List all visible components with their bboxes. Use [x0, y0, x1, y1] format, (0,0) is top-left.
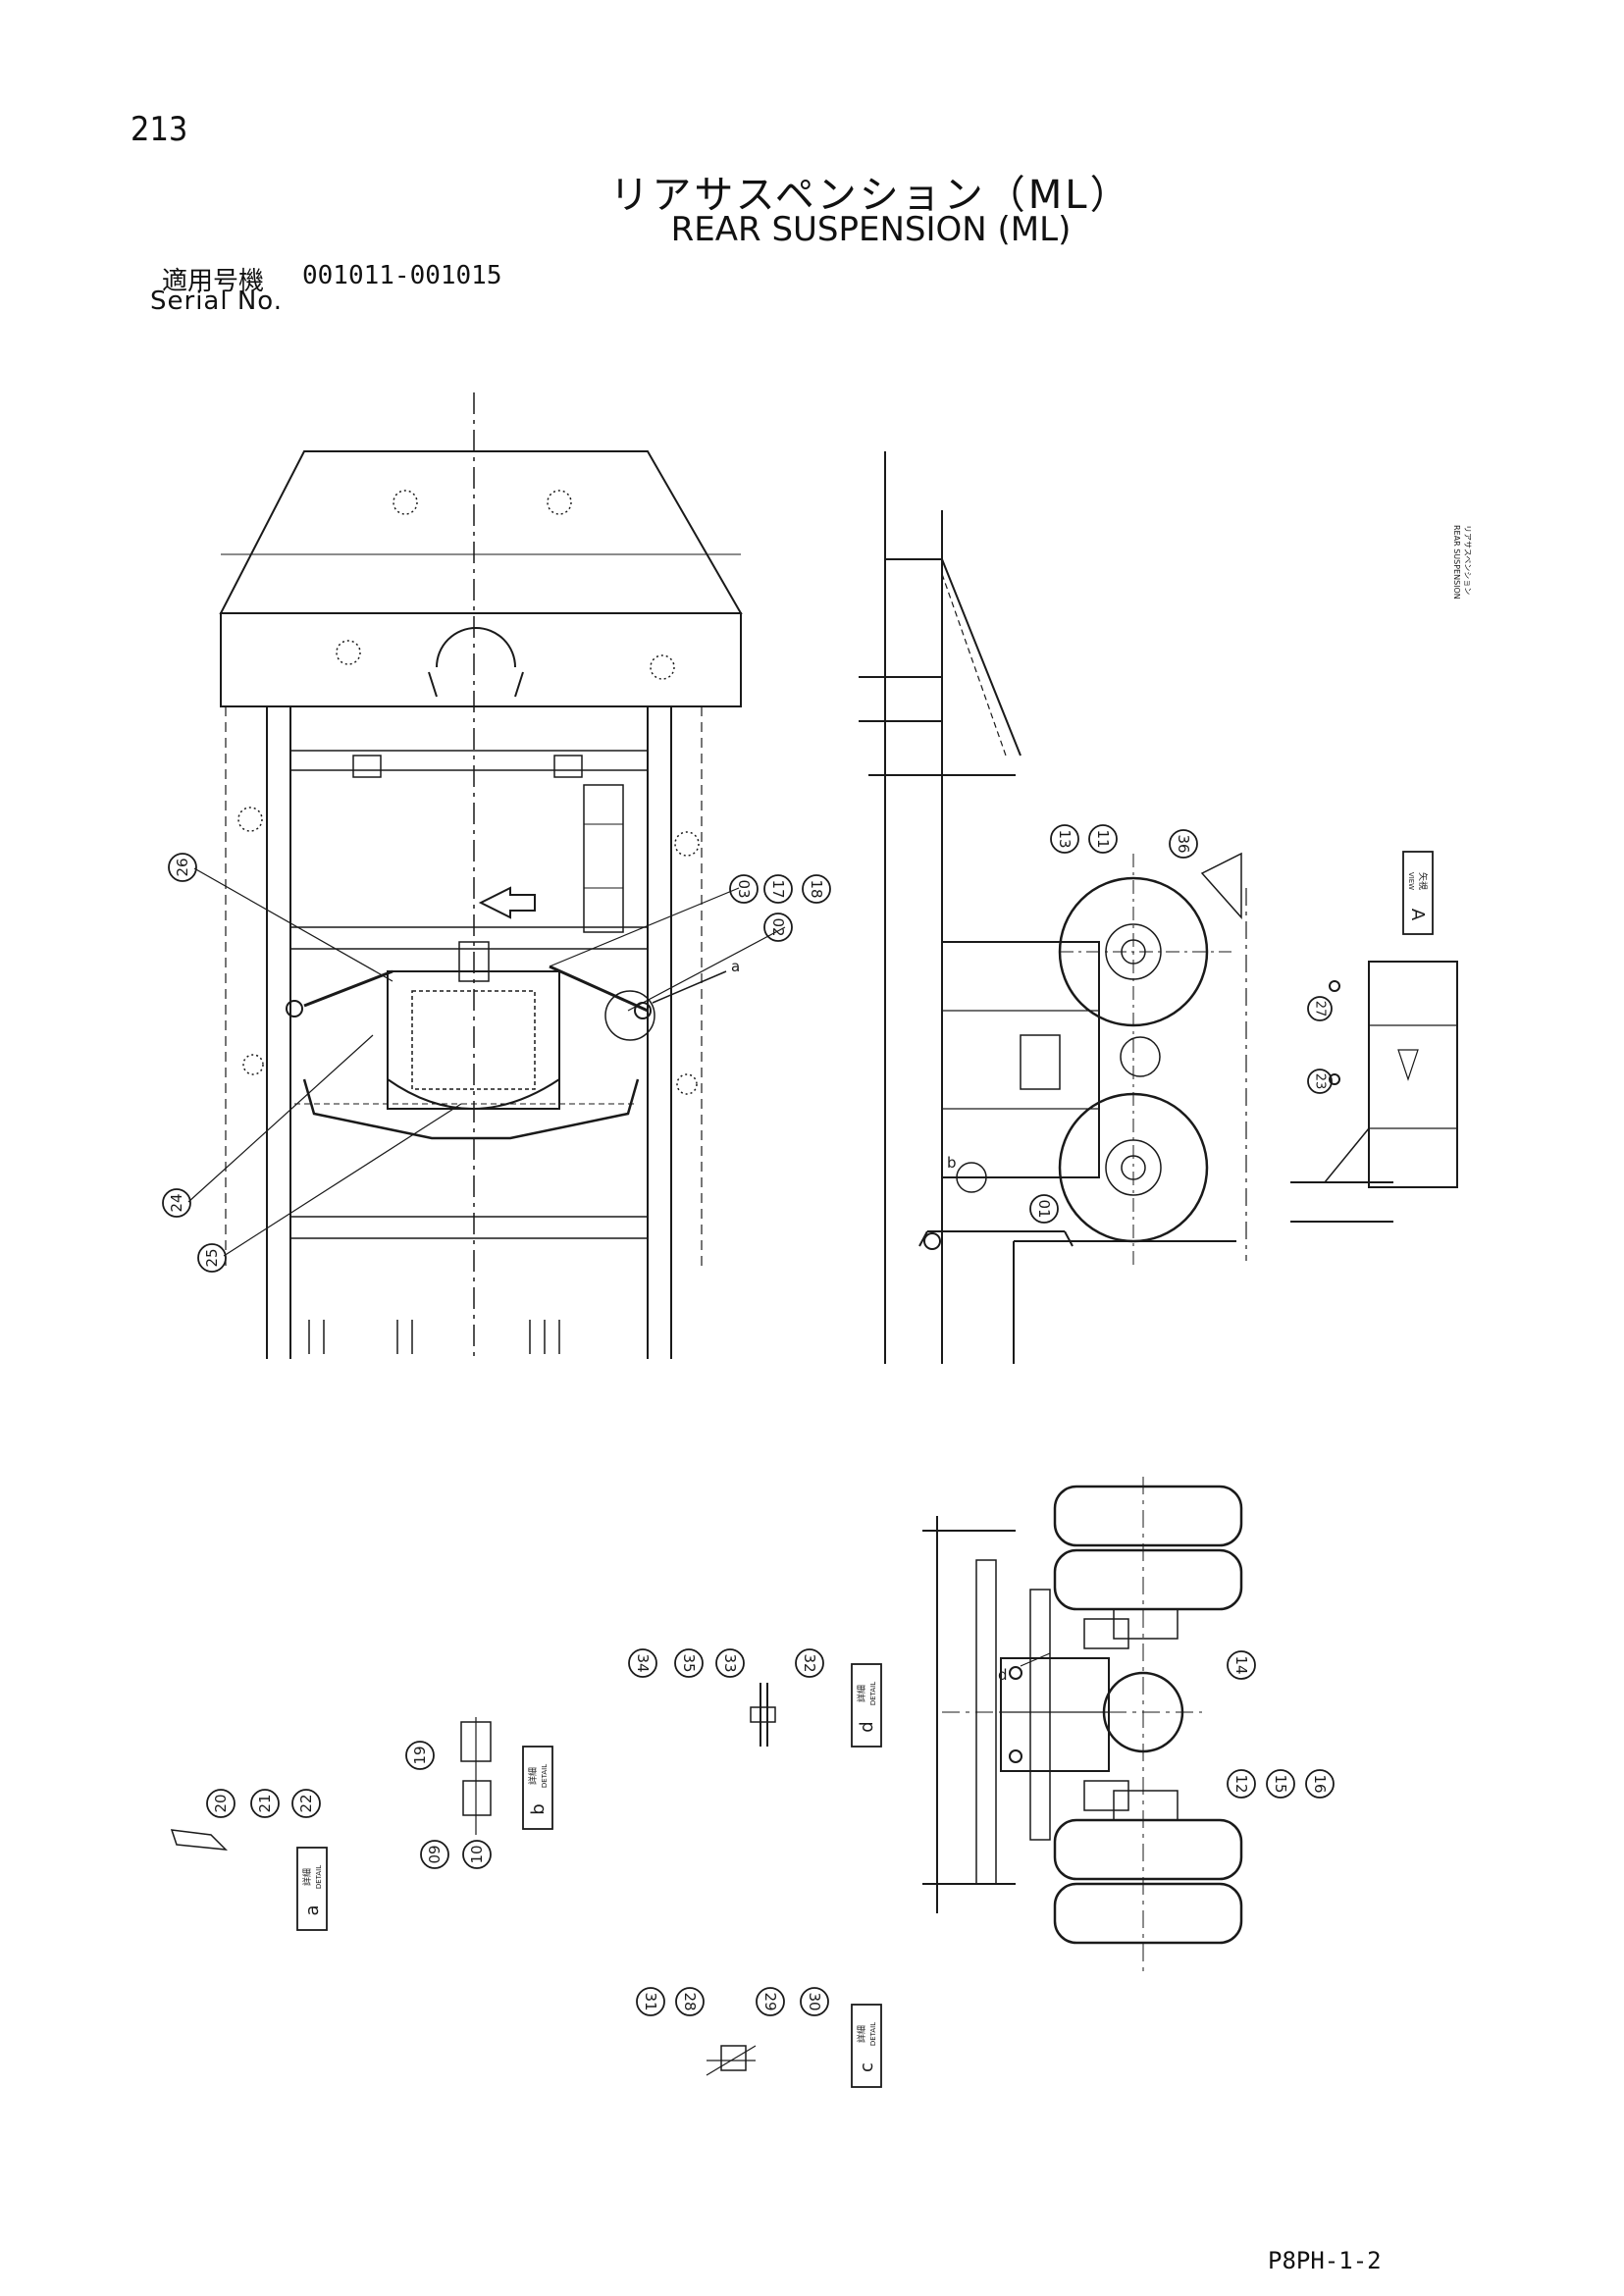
callout-32: 32: [801, 1653, 818, 1672]
bottom-view: [922, 1477, 1243, 1972]
detail-tag-b: 詳細 DETAIL b: [522, 1746, 553, 1830]
serial-label-japanese: 適用号機: [162, 267, 265, 296]
view-a: [1245, 888, 1458, 1261]
marker-b: b: [947, 1154, 957, 1172]
svg-text:A: A: [1407, 909, 1428, 921]
callouts: 26 03 17 18 02 24 25 13 11 36 01 27 23 1…: [162, 824, 1335, 2016]
svg-text:VIEW: VIEW: [1407, 872, 1415, 890]
svg-text:DETAIL: DETAIL: [541, 1764, 549, 1788]
callout-20: 20: [212, 1794, 230, 1812]
svg-text:詳細: 詳細: [301, 1868, 313, 1886]
svg-text:DETAIL: DETAIL: [869, 2022, 877, 2046]
callout-26: 26: [174, 858, 191, 876]
callout-03: 03: [735, 879, 753, 898]
svg-text:詳細: 詳細: [856, 1685, 867, 1702]
callout-09: 09: [426, 1845, 444, 1863]
svg-text:矢視: 矢視: [1417, 872, 1429, 890]
svg-text:DETAIL: DETAIL: [315, 1865, 323, 1889]
callout-18: 18: [808, 879, 825, 898]
svg-text:詳細: 詳細: [527, 1767, 539, 1785]
callout-29: 29: [761, 1992, 779, 2010]
callout-17: 17: [769, 879, 787, 898]
callout-19: 19: [411, 1746, 429, 1764]
marker-a: a: [731, 958, 740, 975]
title-english: REAR SUSPENSION (ML): [670, 210, 1072, 249]
marker-d: d: [998, 1666, 1008, 1684]
serial-label-english: Serial No.: [150, 287, 283, 316]
callout-02: 02: [769, 917, 787, 936]
svg-text:a: a: [302, 1905, 323, 1915]
callout-14: 14: [1232, 1655, 1250, 1674]
callout-21: 21: [256, 1794, 274, 1812]
detail-tag-c: 詳細 DETAIL c: [851, 2004, 882, 2088]
detail-tags: 詳細 DETAIL a 詳細 DETAIL b 詳細 DETAIL c: [296, 851, 1434, 2088]
view-tag-a: 矢視 VIEW A: [1402, 851, 1434, 935]
callout-11: 11: [1094, 829, 1112, 848]
callout-22: 22: [297, 1794, 315, 1812]
callout-35: 35: [680, 1653, 698, 1672]
svg-text:DETAIL: DETAIL: [869, 1682, 877, 1705]
svg-text:d: d: [857, 1721, 877, 1732]
detail-figures: [170, 1683, 776, 2076]
callout-15: 15: [1272, 1774, 1289, 1793]
page-number: 213: [131, 110, 188, 149]
svg-text:REAR SUSPENSION: REAR SUSPENSION: [1452, 525, 1461, 600]
callout-36: 36: [1175, 834, 1192, 853]
callout-25: 25: [203, 1248, 221, 1267]
svg-text:詳細: 詳細: [856, 2025, 867, 2043]
callout-01: 01: [1035, 1199, 1053, 1218]
callout-13: 13: [1056, 829, 1074, 848]
callout-23: 23: [1313, 1073, 1328, 1090]
footer-code: P8PH-1-2: [1268, 2247, 1382, 2274]
callout-30: 30: [806, 1992, 823, 2010]
callout-24: 24: [168, 1193, 185, 1212]
detail-tag-a: 詳細 DETAIL a: [296, 1847, 328, 1931]
svg-text:c: c: [857, 2062, 877, 2072]
callout-28: 28: [681, 1992, 699, 2010]
side-view: [859, 451, 1242, 1364]
svg-text:リアサスペンション: リアサスペンション: [1463, 525, 1472, 595]
side-label: リアサスペンション REAR SUSPENSION: [1452, 525, 1472, 600]
callout-27: 27: [1313, 1001, 1328, 1018]
detail-tag-d: 詳細 DETAIL d: [851, 1663, 882, 1748]
callout-33: 33: [721, 1653, 739, 1672]
serial-range: 001011-001015: [302, 261, 502, 290]
callout-16: 16: [1311, 1774, 1329, 1793]
title-japanese: リアサスペンション（ML）: [609, 173, 1132, 218]
callout-10: 10: [468, 1845, 486, 1863]
top-view: [187, 392, 786, 1359]
callout-31: 31: [642, 1992, 659, 2010]
callout-12: 12: [1232, 1774, 1250, 1793]
callout-34: 34: [634, 1653, 652, 1672]
svg-text:b: b: [528, 1803, 549, 1814]
detail-markers: a b d: [731, 958, 1008, 1684]
